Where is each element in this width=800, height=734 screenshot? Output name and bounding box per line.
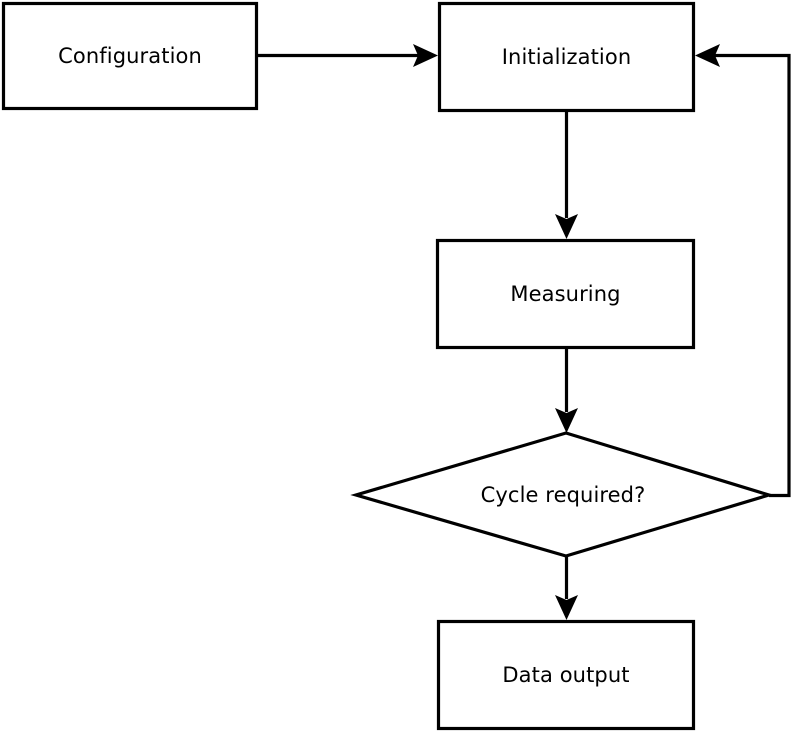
arrowhead-right [413, 44, 438, 67]
node-shape-initialization[interactable] [437, 1, 696, 113]
edge-configuration-initialization [258, 44, 438, 67]
edge-initialization-measuring [555, 112, 578, 239]
arrowhead-left [695, 44, 720, 67]
node-shapes [1, 1, 775, 731]
arrowhead-down [555, 408, 578, 433]
arrowhead-down [555, 595, 578, 620]
node-shape-configuration[interactable] [1, 1, 259, 111]
node-shape-measuring[interactable] [435, 238, 696, 350]
node-shape-decision[interactable] [350, 431, 775, 558]
edge-decision-dataoutput [555, 556, 578, 620]
edge-connectors [258, 44, 791, 620]
edge-measuring-decision [555, 349, 578, 433]
edge-decision-initialization [695, 44, 791, 498]
node-shape-dataoutput[interactable] [436, 619, 696, 731]
arrowhead-down [555, 214, 578, 239]
